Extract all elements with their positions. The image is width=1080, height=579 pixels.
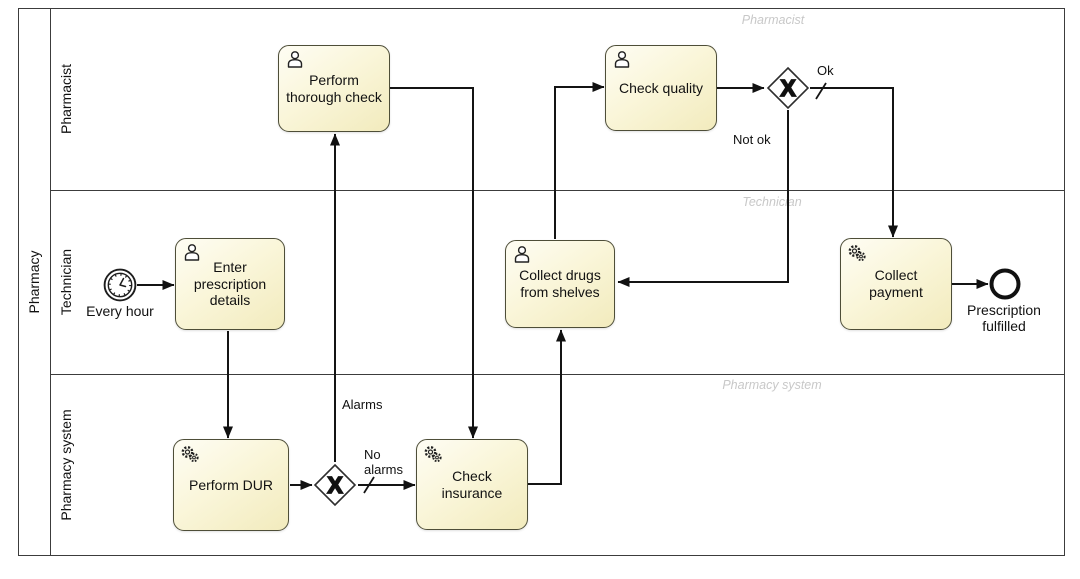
flow-label-no-alarms: No alarms	[364, 447, 404, 477]
xor-gateway-quality-result[interactable]: X	[766, 66, 810, 110]
user-icon	[514, 246, 530, 263]
task-label: Collect drugs from shelves	[519, 267, 601, 300]
user-icon	[184, 244, 200, 261]
user-icon	[614, 51, 630, 68]
flow-label-not-ok: Not ok	[733, 132, 771, 147]
lane-watermark-technician: Technician	[742, 195, 802, 209]
lane-watermark-pharmacist: Pharmacist	[741, 13, 805, 27]
task-label: Collect payment	[869, 267, 923, 300]
task-label: Enter prescription details	[193, 259, 267, 309]
task-label: Check quality	[618, 79, 704, 96]
start-event-label: Every hour	[86, 303, 154, 319]
gears-icon	[181, 446, 199, 463]
lane-watermark-pharmacy-system: Pharmacy system	[722, 378, 822, 392]
task-enter-prescription-details[interactable]: Enter prescription details	[175, 238, 285, 330]
xor-gateway-dur-result[interactable]: X	[313, 463, 357, 507]
pool-label-column	[19, 9, 51, 555]
task-label: Check insurance	[441, 467, 503, 501]
lane-label-pharmacy-system: Pharmacy system	[58, 409, 74, 521]
xor-marker: X	[780, 75, 796, 101]
task-perform-thorough-check[interactable]: Perform thorough check	[278, 45, 390, 132]
flow-label-ok: Ok	[817, 63, 834, 78]
timer-start-event[interactable]	[103, 268, 137, 302]
flow-label-alarms: Alarms	[342, 397, 383, 412]
user-icon	[287, 51, 303, 68]
task-check-insurance[interactable]: Check insurance	[416, 439, 528, 530]
task-collect-payment[interactable]: Collect payment	[840, 238, 952, 330]
lane-label-pharmacist: Pharmacist	[58, 63, 74, 135]
end-event-label: Prescription fulfilled	[967, 302, 1041, 335]
gears-icon	[424, 446, 442, 463]
gears-icon	[848, 245, 866, 262]
pool-label: Pharmacy	[26, 250, 42, 314]
clock-icon	[103, 268, 137, 302]
gateway-diamond	[766, 66, 810, 110]
task-perform-dur[interactable]: Perform DUR	[173, 439, 289, 531]
task-collect-drugs-from-shelves[interactable]: Collect drugs from shelves	[505, 240, 615, 328]
end-event-circle	[989, 268, 1021, 300]
task-label: Perform DUR	[188, 476, 273, 493]
gateway-diamond	[313, 463, 357, 507]
xor-marker: X	[327, 472, 343, 498]
task-label: Perform thorough check	[286, 71, 382, 105]
lane-pharmacist	[50, 8, 1065, 190]
task-check-quality[interactable]: Check quality	[605, 45, 717, 131]
end-event[interactable]	[988, 267, 1022, 301]
